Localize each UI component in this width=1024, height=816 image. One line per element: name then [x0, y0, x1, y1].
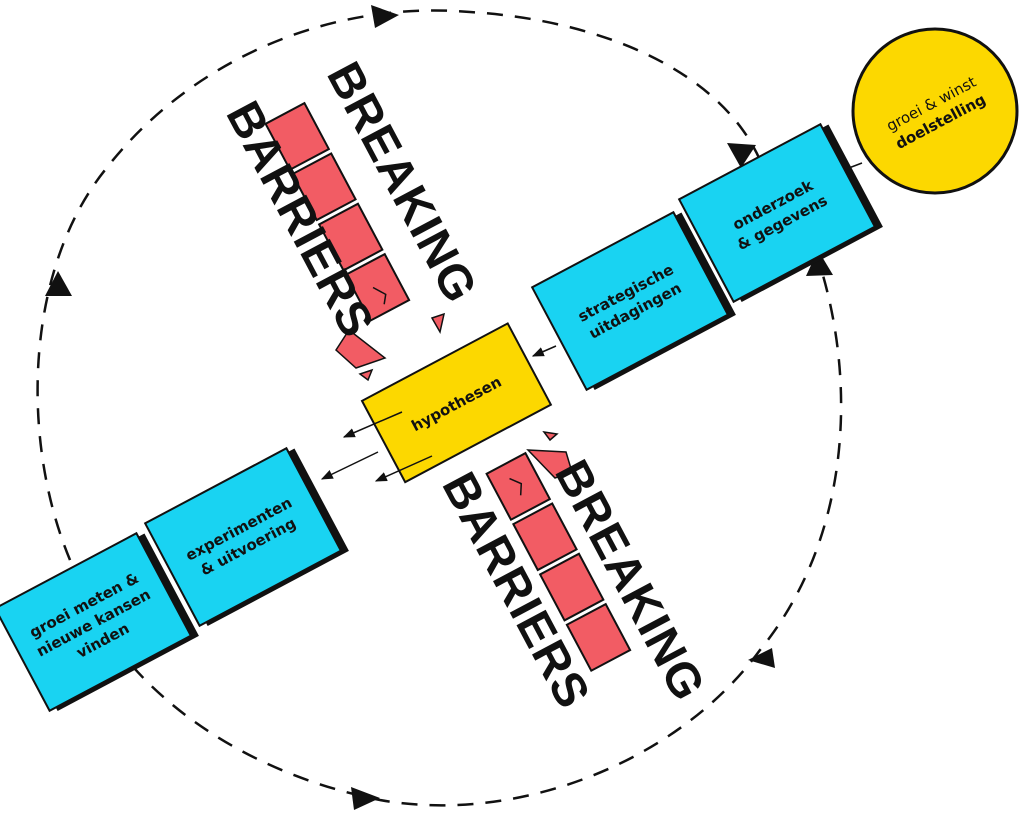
- box-groei-meten: groei meten & nieuwe kansen vinden: [0, 531, 199, 713]
- barrier-top: [264, 101, 411, 323]
- cycle-arrowhead-icon: [748, 648, 775, 668]
- box-strategisch: strategische uitdagingen: [530, 210, 736, 392]
- cycle-arrowhead-icon: [351, 787, 380, 810]
- box-onderzoek: onderzoek & gegevens: [677, 122, 883, 304]
- arrow-icon: [342, 411, 403, 438]
- barrier-bottom: [485, 451, 632, 673]
- barrier-top-shard: [430, 312, 446, 335]
- arrow-icon: [374, 455, 433, 482]
- barrier-bottom-shard: [542, 430, 559, 442]
- cycle-dashed-path: [36, 9, 843, 807]
- barrier-top-shard: [358, 368, 374, 382]
- arrow-icon: [320, 451, 379, 480]
- cycle-arrowhead-icon: [371, 5, 399, 28]
- barrier-bottom-shard: [526, 449, 573, 479]
- cycle-arrowhead-icon: [806, 250, 833, 276]
- cycle-arrowhead-icon: [45, 271, 72, 296]
- arrow-icon: [531, 345, 557, 357]
- box-hypothesen: hypothesen: [360, 322, 553, 484]
- goal-circle: groei & winst doelstelling: [851, 27, 1019, 195]
- cycle-arrowhead-icon: [727, 143, 756, 168]
- barrier-top-shard: [335, 328, 387, 369]
- box-experimenten: experimenten & uitvoering: [143, 446, 349, 628]
